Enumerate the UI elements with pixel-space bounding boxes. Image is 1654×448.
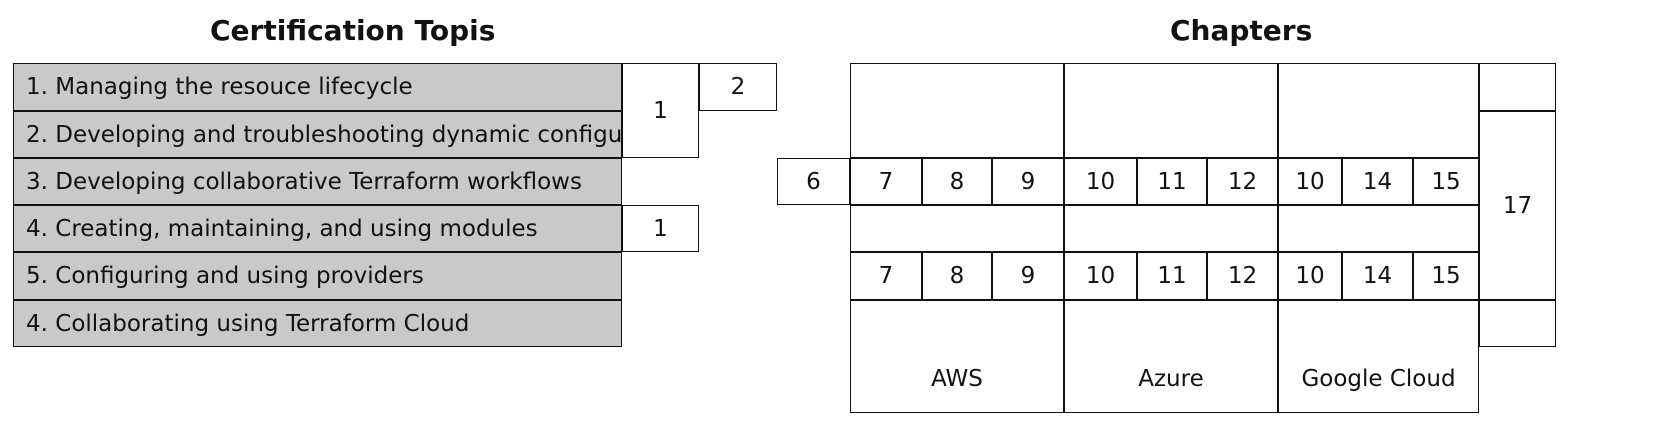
chapter-box: 14	[1342, 252, 1413, 300]
topic-row: 5. Configuring and using providers	[13, 252, 622, 300]
chapter-box: 15	[1413, 158, 1479, 205]
chapter-box: 1	[622, 205, 699, 252]
chapter-box: 15	[1413, 252, 1479, 300]
chapter-box: 11	[1137, 252, 1207, 300]
chapter-box: 12	[1207, 252, 1278, 300]
topic-row: 4. Collaborating using Terraform Cloud	[13, 300, 622, 347]
chapter-box: 10	[1278, 252, 1342, 300]
chapter-box: 6	[777, 158, 850, 205]
chapter-box: 9	[992, 252, 1064, 300]
chapter-box: 10	[1064, 158, 1137, 205]
cloud-group-cell	[850, 205, 1064, 252]
chapter-box-empty	[1479, 63, 1556, 111]
cloud-group-cell	[1278, 205, 1479, 252]
cloud-provider-label: AWS	[850, 300, 1064, 413]
chapter-box: 8	[922, 252, 992, 300]
chapter-box: 17	[1479, 111, 1556, 300]
cloud-group-cell	[850, 63, 1064, 158]
chapters-title: Chapters	[1170, 14, 1313, 47]
cloud-group-cell	[1278, 63, 1479, 158]
chapter-box: 2	[699, 63, 777, 111]
cloud-provider-label: Azure	[1064, 300, 1278, 413]
cloud-provider-label: Google Cloud	[1278, 300, 1479, 413]
chapter-box: 11	[1137, 158, 1207, 205]
topic-row: 2. Developing and troubleshooting dynami…	[13, 111, 690, 158]
topic-row: 4. Creating, maintaining, and using modu…	[13, 205, 622, 252]
chapter-box: 12	[1207, 158, 1278, 205]
cloud-group-cell	[1064, 205, 1278, 252]
chapter-box-empty	[1479, 300, 1556, 347]
chapter-box: 7	[850, 158, 922, 205]
topic-row: 3. Developing collaborative Terraform wo…	[13, 158, 622, 205]
cloud-group-cell	[1064, 63, 1278, 158]
chapter-box: 8	[922, 158, 992, 205]
chapter-box: 7	[850, 252, 922, 300]
chapter-box: 10	[1278, 158, 1342, 205]
chapter-box: 14	[1342, 158, 1413, 205]
topic-row: 1. Managing the resouce lifecycle	[13, 63, 622, 111]
chapter-box: 9	[992, 158, 1064, 205]
chapter-box: 1	[622, 63, 699, 158]
chapter-box: 10	[1064, 252, 1137, 300]
certification-topics-title: Certification Topis	[210, 14, 496, 47]
